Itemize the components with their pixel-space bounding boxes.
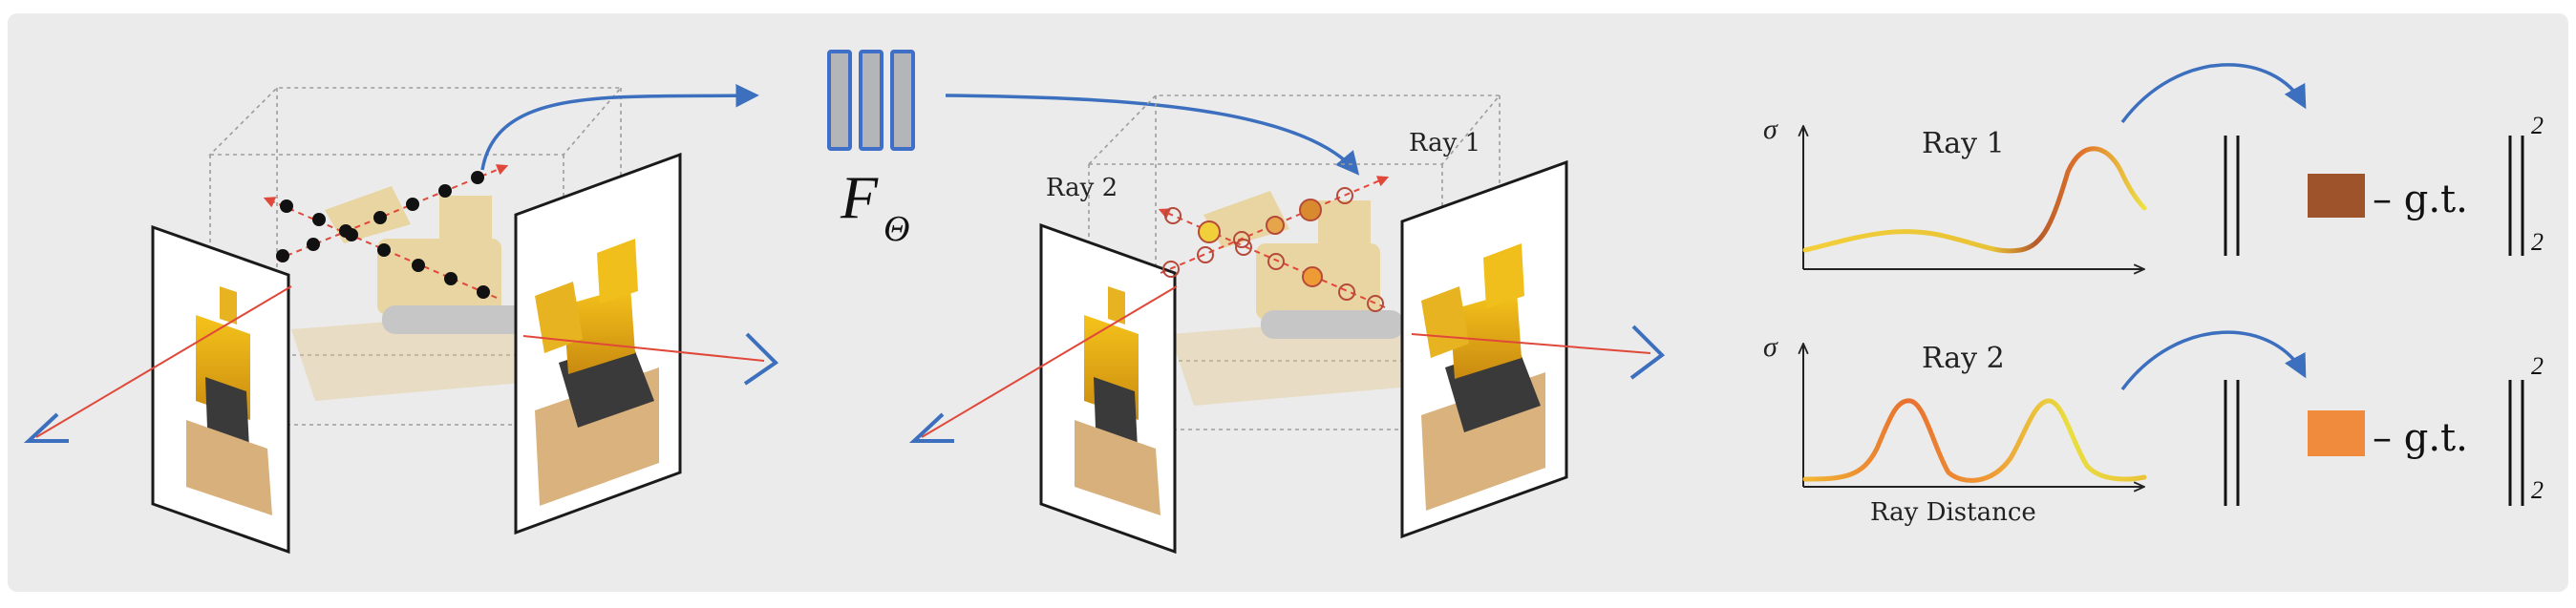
density-curve-ray2	[1802, 398, 2147, 483]
bottom-plot-title: Ray 2	[1922, 342, 2005, 375]
norm-exponent: 2	[2531, 352, 2544, 380]
predicted-color-swatch	[2308, 174, 2365, 218]
top-density-plot: σ Ray 1	[1763, 114, 2147, 269]
top-plot-title: Ray 1	[1922, 127, 2005, 160]
middle-right-view-image	[1400, 159, 1568, 539]
network-layer	[827, 50, 852, 151]
gt-text: – g.t.	[2373, 178, 2468, 221]
network-layer	[859, 50, 884, 151]
middle-left-view-image	[1039, 222, 1177, 555]
top-loss-arrow	[2120, 63, 2307, 124]
top-loss-term: – g.t. 2 2	[2224, 112, 2544, 256]
network-symbol-sub: Θ	[884, 209, 909, 249]
camera-icon	[908, 412, 954, 443]
x-axis-label: Ray Distance	[1870, 498, 2036, 527]
bottom-loss-term: – g.t. 2 2	[2224, 352, 2544, 506]
camera-icon	[23, 412, 69, 443]
faded-bulldozer	[291, 186, 587, 401]
ray2-label: Ray 2	[1046, 174, 1118, 202]
predicted-color-swatch	[2308, 410, 2365, 456]
left-scene	[23, 84, 779, 555]
bottom-loss-arrow	[2120, 330, 2307, 391]
query-arrow	[480, 84, 759, 171]
network-symbol: F	[840, 163, 879, 231]
norm-subscript: 2	[2531, 476, 2544, 504]
camera-icon	[743, 332, 779, 386]
camera-icon	[1629, 325, 1666, 380]
ray1-label: Ray 1	[1409, 129, 1480, 157]
middle-scene: Ray 1 Ray 2	[908, 94, 1666, 555]
middle-sample-points	[1162, 187, 1384, 312]
norm-subscript: 2	[2531, 228, 2544, 256]
left-sample-points	[276, 171, 490, 299]
sigma-label: σ	[1763, 331, 1778, 363]
left-view-image	[151, 224, 290, 555]
network-layer	[890, 50, 915, 151]
bottom-density-plot: σ Ray 2 Ray Distance	[1763, 331, 2147, 527]
network-block: F Θ	[827, 50, 1360, 249]
middle-rays	[908, 176, 1666, 443]
gt-text: – g.t.	[2373, 416, 2468, 460]
norm-exponent: 2	[2531, 112, 2544, 139]
sigma-label: σ	[1763, 114, 1778, 145]
density-curve-ray1	[1802, 146, 2147, 254]
left-rays	[23, 164, 779, 443]
output-arrow	[945, 94, 1360, 176]
